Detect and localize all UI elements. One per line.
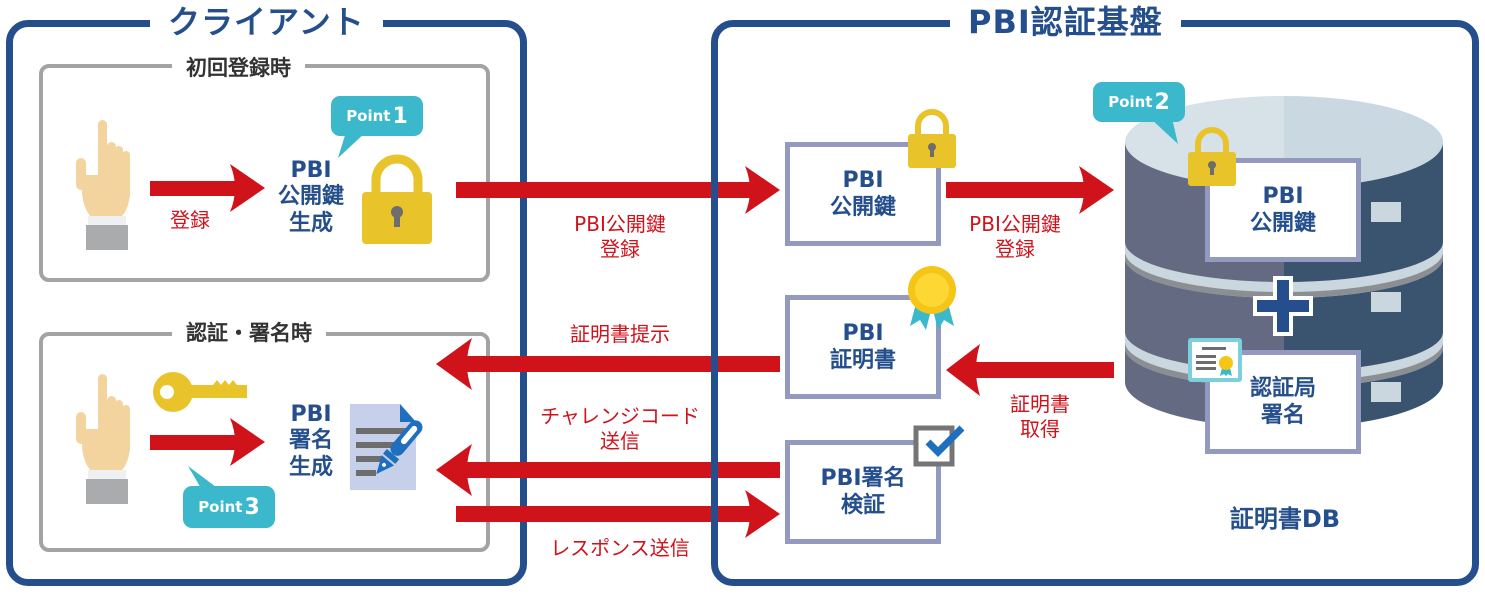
point-3-callout: Point 3: [183, 486, 275, 528]
callout-tail: [1150, 118, 1178, 144]
node-label-line: PBI: [1262, 183, 1304, 209]
node-label-line: PBI: [842, 167, 884, 193]
padlock-icon: [362, 154, 432, 244]
challenge-code-arrow: [436, 444, 780, 496]
challenge-code-label: チャレンジコード 送信: [520, 404, 720, 454]
certificate-presentation-arrow: [436, 338, 780, 390]
pbi-public-key-generation-label: PBI 公開鍵 生成: [266, 158, 356, 237]
callout-number: 2: [1154, 89, 1170, 115]
label-line: 証明書: [1010, 392, 1070, 416]
public-key-registration-label: PBI公開鍵 登録: [540, 212, 700, 262]
certificate-fetch-arrow: [946, 344, 1114, 396]
node-label-line: 公開鍵: [1249, 211, 1316, 236]
callout-number: 3: [244, 494, 260, 520]
label-line: 取得: [1020, 417, 1060, 441]
callout-prefix: Point: [198, 498, 243, 516]
plus-icon: [1253, 276, 1313, 336]
certificate-fetch-label: 証明書 取得: [990, 392, 1090, 442]
label-line: PBI公開鍵: [969, 212, 1061, 236]
db-registration-label: PBI公開鍵 登録: [950, 212, 1080, 262]
label-line: PBI: [290, 158, 332, 183]
callout-prefix: Point: [346, 107, 391, 125]
pbi-signature-generation-label: PBI 署名 生成: [266, 402, 356, 481]
response-send-label: レスポンス送信: [550, 536, 690, 560]
response-arrow: [456, 490, 780, 538]
label-line: 生成: [288, 210, 333, 236]
padlock-icon: [908, 109, 956, 168]
first-registration-title: 初回登録時: [172, 55, 305, 81]
callout-tail: [338, 132, 366, 158]
db-registration-arrow: [946, 166, 1114, 214]
node-label-line: PBI署名: [820, 465, 906, 491]
auth-signature-title: 認証・署名時: [172, 320, 326, 346]
callout-tail: [188, 466, 220, 490]
label-line: PBI: [290, 402, 332, 427]
padlock-icon: [1188, 127, 1236, 186]
label-line: 送信: [600, 429, 640, 453]
pointing-hand-icon: [76, 120, 130, 250]
certificate-db-label: 証明書DB: [1229, 505, 1341, 533]
point-1-callout: Point 1: [331, 96, 423, 136]
register-arrow-label: 登録: [170, 208, 210, 232]
certificate-presentation-label: 証明書提示: [570, 322, 670, 346]
label-line: 生成: [288, 454, 333, 480]
checkbox-checked-icon: [913, 425, 965, 467]
callout-prefix: Point: [1108, 93, 1153, 111]
label-line: チャレンジコード: [540, 404, 700, 428]
db-public-key-card: PBI 公開鍵: [1205, 158, 1361, 262]
client-panel-title: クライアント: [150, 2, 383, 42]
certificate-icon: [1188, 338, 1242, 382]
node-label-line: PBI: [842, 320, 884, 346]
label-line: 署名: [288, 428, 333, 454]
label-line: 登録: [995, 237, 1035, 261]
label-line: 公開鍵: [277, 184, 344, 210]
callout-number: 1: [392, 103, 408, 129]
key-icon: [153, 372, 247, 412]
label-line: PBI公開鍵: [574, 212, 666, 236]
node-label-line: 検証: [840, 493, 885, 518]
label-line: 登録: [600, 237, 640, 261]
pbi-platform-title: PBI認証基盤: [950, 2, 1181, 42]
award-ribbon-icon: [908, 266, 956, 330]
public-key-registration-arrow: [456, 166, 780, 214]
node-label-line: 認証局: [1249, 375, 1316, 401]
pointing-hand-icon: [76, 374, 130, 504]
node-label-line: 署名: [1260, 403, 1305, 428]
sign-arrow: [150, 418, 265, 466]
register-arrow: [150, 164, 265, 212]
signed-document-icon: [350, 404, 423, 490]
node-label-line: 公開鍵: [829, 195, 896, 220]
node-label-line: 証明書: [829, 348, 896, 373]
point-2-callout: Point 2: [1093, 82, 1185, 122]
